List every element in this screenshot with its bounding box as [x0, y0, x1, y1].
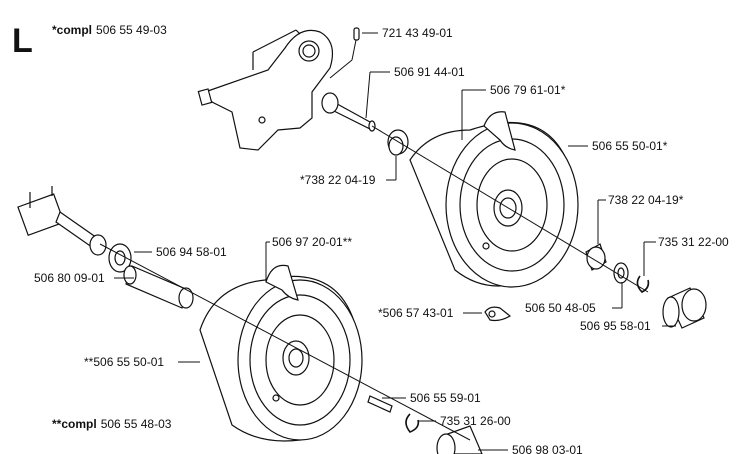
clip-lower — [405, 413, 420, 433]
washer-left — [108, 243, 132, 273]
label-506-55-59-01: 506 55 59-01 — [410, 391, 481, 405]
section-letter: L — [12, 22, 33, 60]
label-506-79-61-01: 506 79 61-01* — [490, 83, 566, 97]
label-506-55-50-01-dstar: **506 55 50-01 — [84, 355, 164, 369]
label-735-31-22-00: 735 31 22-00 — [658, 235, 729, 249]
bushing-upper — [387, 129, 409, 156]
label-506-94-58-01: 506 94 58-01 — [156, 245, 227, 259]
header-top: *compl 506 55 49-03 — [52, 23, 167, 37]
small-pin — [353, 27, 360, 41]
label-738-22-04-19-right: 738 22 04-19* — [608, 193, 684, 207]
header-bottom: **compl 506 55 48-03 — [52, 417, 172, 431]
key-bar — [367, 395, 393, 413]
cotter-clip — [484, 306, 512, 322]
wheel-upper — [409, 111, 579, 288]
cap-right — [662, 287, 707, 329]
label-506-95-58-01: 506 95 58-01 — [580, 319, 651, 333]
leader-lines — [99, 32, 676, 451]
label-506-55-50-01-star: 506 55 50-01* — [592, 139, 668, 153]
axle-pin — [321, 92, 376, 132]
label-506-98-03-01: 506 98 03-01 — [512, 443, 583, 454]
label-506-50-48-05: 506 50 48-05 — [525, 301, 596, 315]
header-top-prefix: *compl — [52, 23, 92, 37]
label-738-22-04-19-left: *738 22 04-19 — [300, 173, 376, 187]
cap-lower — [436, 425, 483, 454]
spacer-tube — [123, 265, 194, 309]
bracket-plate — [197, 29, 333, 151]
label-506-97-20-01: 506 97 20-01** — [272, 235, 352, 249]
clip-right — [636, 275, 650, 293]
wheel-lower — [199, 264, 363, 442]
header-bottom-prefix: **compl — [52, 417, 97, 431]
label-506-91-44-01: 506 91 44-01 — [394, 65, 465, 79]
axle-housing-left — [17, 186, 107, 256]
label-721-43-49-01: 721 43 49-01 — [382, 26, 453, 40]
part-labels: 721 43 49-01 506 91 44-01 506 79 61-01* … — [34, 26, 729, 454]
header-top-number: 506 55 49-03 — [96, 23, 167, 37]
label-735-31-26-00: 735 31 26-00 — [440, 414, 511, 428]
label-506-57-43-01: *506 57 43-01 — [378, 306, 454, 320]
header-bottom-number: 506 55 48-03 — [101, 417, 172, 431]
label-506-80-09-01: 506 80 09-01 — [34, 271, 105, 285]
